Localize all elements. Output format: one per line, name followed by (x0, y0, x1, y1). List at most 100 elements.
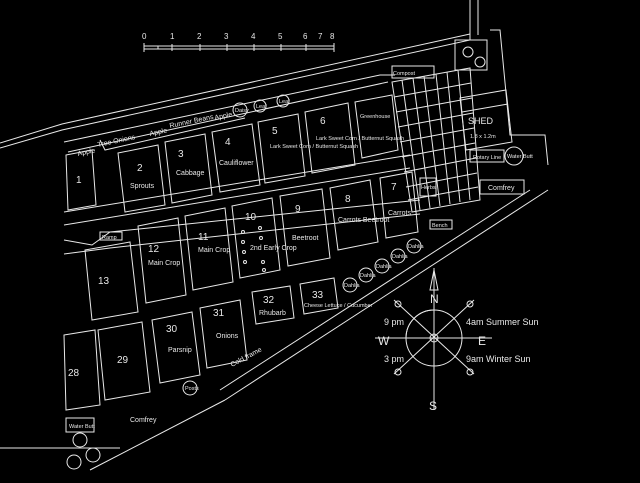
label-tree-onions: Tree Onions (97, 134, 136, 149)
plot-crop: Onions (216, 333, 239, 340)
shed-label: SHED (468, 116, 494, 126)
plot-number: 9 (295, 204, 301, 215)
plot-crop: Main Crop (198, 247, 230, 254)
plot-33: 33 Cheese Lettuce / Cucumber (299, 277, 373, 315)
label-herbs: Herbs (421, 185, 436, 191)
plot-30: 30 Parsnip (151, 311, 201, 384)
plot-number: 3 (178, 149, 184, 160)
plot-number: 4 (225, 137, 231, 148)
plot-2: 2 Sprouts (117, 144, 166, 213)
plot-number: 11 (198, 232, 209, 243)
plot-8: 8 Carrots Beetroot (329, 179, 389, 251)
plot-crop: Lark Sweet Corn / Butternut Squash (270, 144, 358, 150)
site-boundary (0, 0, 549, 471)
label-compost: Compost (393, 71, 415, 77)
plot-number: 33 (312, 290, 324, 301)
plot-crop: Sprouts (130, 183, 155, 190)
paths (63, 154, 421, 255)
sun-9pm: 9 pm (384, 317, 404, 327)
label-runner-beans: Runner Beans (169, 114, 215, 130)
plot-crop: Carrots (388, 210, 411, 217)
sun-9am-winter: 9am Winter Sun (466, 354, 531, 364)
label-rotary-line: Rotary Line (473, 155, 501, 161)
scale-label: 7 (318, 32, 323, 41)
plot-number: 1 (76, 175, 82, 186)
scale-label: 4 (251, 32, 256, 41)
label-apple: Apple (149, 127, 168, 138)
plot-crop: Main Crop (148, 260, 180, 267)
plot-number: 28 (68, 368, 80, 379)
plot-number: 29 (117, 355, 129, 366)
plot-crop: 2nd Early Crop (250, 245, 297, 252)
paving-grid: Herbs Bench (391, 67, 481, 230)
plot-7: 7 Carrots (379, 171, 419, 239)
scale-label: 6 (303, 32, 308, 41)
compass-north: N (430, 292, 439, 306)
scale-label: 2 (197, 32, 202, 41)
plot-1: 1 (65, 149, 97, 211)
compass-rose: N S E W 9 pm 4am Summer Sun 3 pm 9am Win… (375, 268, 539, 413)
compass-south: S (429, 399, 437, 413)
edge-flowers: Dahlia Dahlia Dahlia Dahlia Dahlia Posts (66, 238, 425, 470)
shed-dims: 1.8 x 1.2m (470, 134, 496, 140)
plot-number: 2 (137, 163, 143, 174)
plot-number: 32 (263, 295, 275, 306)
label-apple: Apple (214, 111, 233, 122)
plot-crop: Cabbage (176, 170, 205, 177)
sun-3pm: 3 pm (384, 354, 404, 364)
label-bench: Bench (432, 223, 448, 229)
sun-4am-summer: 4am Summer Sun (466, 317, 539, 327)
plot-crop: Rhubarb (259, 310, 286, 317)
plot-9: 9 Beetroot (279, 188, 331, 267)
planting-markers (241, 226, 266, 272)
plot-number: 31 (213, 308, 225, 319)
label-comfrey: Comfrey (488, 185, 515, 192)
plot-number: 10 (245, 212, 257, 223)
label-water-butt: Water Butt (69, 424, 95, 430)
plot-number: 5 (272, 126, 278, 137)
label-apple: Apple (77, 147, 96, 158)
plot-4: 4 Cauliflower (211, 123, 261, 193)
shed-surroundings: Rotary Line Water Butt Comfrey Compost (391, 39, 533, 195)
scale-label: 3 (224, 32, 229, 41)
label-dahlia: Dahlia (376, 264, 393, 270)
compass-east: E (478, 334, 486, 348)
label-leaf: Leaf (279, 99, 290, 105)
scale-label: 0 (142, 32, 147, 41)
plot-32: 32 Rhubarb (251, 285, 295, 325)
label-posts: Posts (185, 386, 199, 392)
plot-crop: Cheese Lettuce / Cucumber (304, 303, 373, 309)
scale-label: 1 (170, 32, 175, 41)
plot-crop: Beetroot (292, 235, 319, 242)
label-water-butt: Water Butt (507, 154, 533, 160)
label-dahlia: Dahlia (392, 254, 409, 260)
plot-number: 7 (391, 182, 397, 193)
label-comfrey: Comfrey (130, 417, 157, 424)
plot-number: 6 (320, 116, 326, 127)
scale-bar: 0 1 2 3 4 5 6 7 8 (142, 32, 335, 52)
greenhouse-label: Greenhouse (360, 114, 390, 120)
label-dahlia: Dahlia (344, 283, 361, 289)
scale-label: 8 (330, 32, 335, 41)
plot-10: 10 2nd Early Crop (231, 197, 297, 279)
scale-label: 5 (278, 32, 283, 41)
plot-crop: Cauliflower (219, 160, 254, 167)
plot-13: 13 (84, 241, 139, 321)
plot-number: 30 (166, 324, 178, 335)
plot-crop: Carrots Beetroot (338, 217, 389, 224)
label-leaf: Leaf (256, 104, 267, 110)
plot-number: 8 (345, 194, 351, 205)
plot-number: 13 (98, 276, 110, 287)
plot-11: 11 Main Crop (184, 207, 234, 291)
plot-3: 3 Cabbage (164, 133, 213, 204)
plot-crop: Parsnip (168, 347, 192, 354)
plot-29: 29 (97, 321, 151, 401)
label-ramp: Ramp (102, 235, 117, 241)
label-dahlia: Dahlia (408, 244, 425, 250)
plot-number: 12 (148, 244, 160, 255)
plot-12: 12 Main Crop (137, 217, 187, 304)
shed: SHED 1.8 x 1.2m (459, 89, 513, 151)
plot-28: 28 (63, 329, 101, 411)
compass-west: W (378, 334, 390, 348)
